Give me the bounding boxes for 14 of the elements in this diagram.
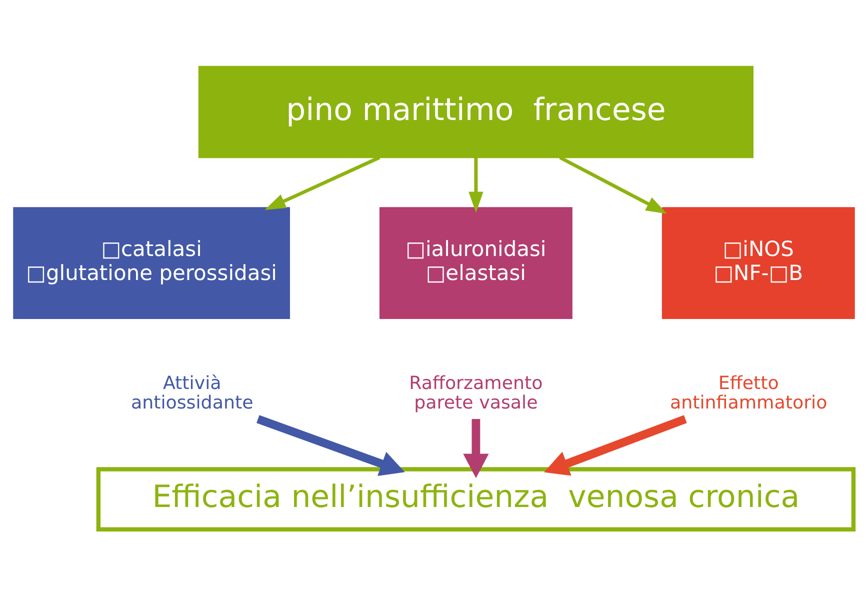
arrow [468, 158, 484, 213]
node-box: pino marittimo francese [198, 66, 754, 158]
node-box: □catalasi □glutatione perossidasi [13, 207, 290, 319]
arrow [256, 415, 405, 476]
node-text: Attivià antiossidante [130, 372, 254, 414]
node-box: □ialuronidasi □elastasi [379, 207, 572, 319]
node-text: Rafforzamento parete vasale [409, 372, 543, 414]
node-box: Efficacia nell’insufficienza venosa cronica [96, 467, 856, 532]
arrow [559, 156, 668, 214]
arrow [264, 156, 380, 210]
arrow [544, 415, 687, 476]
node-text: Effetto antinfiammatorio [670, 372, 828, 414]
node-box: □iNOS □NF-□B [662, 207, 855, 319]
arrow [463, 419, 489, 478]
